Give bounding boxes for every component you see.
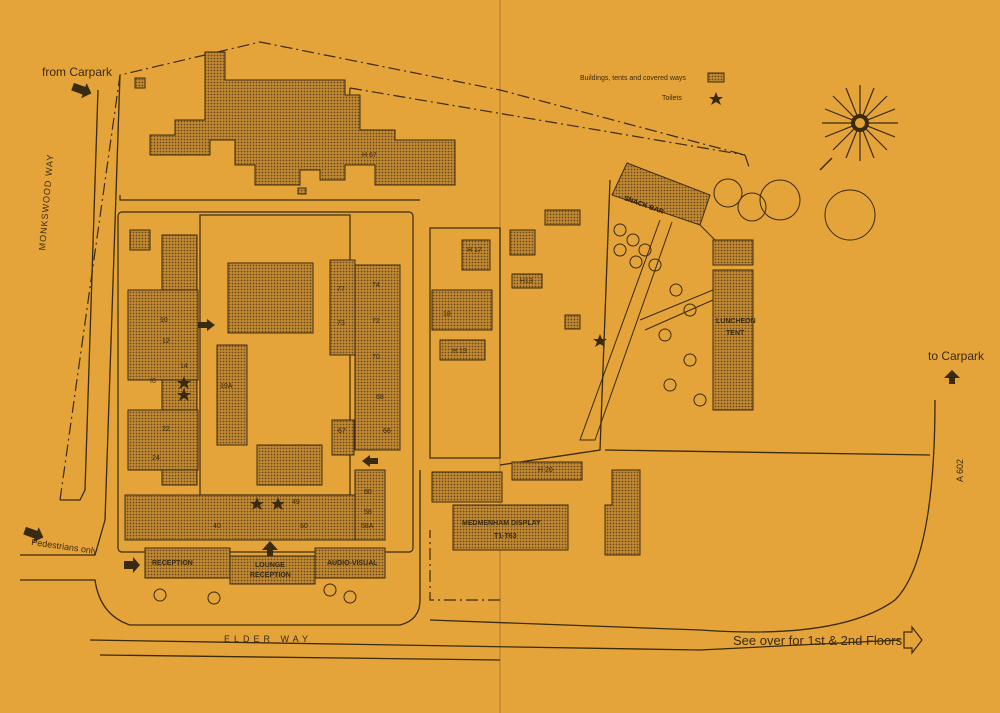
luncheon-tent-label-1: LUNCHEON [716, 318, 756, 325]
room-40: 40 [213, 523, 221, 530]
room-h19: H 19 [452, 348, 467, 355]
north-arrow-icon [819, 157, 833, 171]
room-60: 60 [364, 489, 372, 496]
room-49: 49 [292, 499, 300, 506]
covered-ways [579, 219, 716, 441]
room-h67: H 67 [362, 152, 377, 159]
see-over-arrow-icon [903, 625, 923, 655]
toilet-markers [177, 92, 723, 510]
building-footprints [124, 51, 754, 585]
room-58: 58 [364, 509, 372, 516]
room-67: 67 [338, 428, 346, 435]
to-carpark-label: to Carpark [928, 349, 985, 363]
room-12: 12 [162, 338, 170, 345]
a602-label: A 602 [955, 458, 965, 482]
medmenham-label-2: T1-T63 [494, 533, 517, 540]
elder-way-label: ELDER WAY [224, 634, 313, 644]
room-73: 73 [337, 320, 345, 327]
room-72: 72 [372, 318, 380, 325]
from-carpark-label: from Carpark [42, 65, 113, 79]
room-19a: 19A [220, 383, 233, 390]
legend-buildings-label: Buildings, tents and covered ways [580, 75, 686, 82]
trees [153, 178, 876, 605]
legend-toilets-label: Toilets [662, 95, 682, 102]
room-66: 66 [383, 428, 391, 435]
room-24: 24 [152, 455, 160, 462]
room-16: I6 [150, 378, 156, 385]
room-h13: H13 [520, 278, 533, 285]
room-14: 14 [180, 363, 188, 370]
room-10: 10 [160, 317, 168, 324]
room-77: 77 [337, 286, 345, 293]
audio-visual-label: AUDIO-VISUAL [327, 560, 378, 567]
room-58a: 58A [361, 523, 374, 530]
direction-arrows [23, 82, 960, 573]
room-22: 22 [162, 426, 170, 433]
room-h20: H 20 [538, 467, 553, 474]
room-74: 74 [372, 282, 380, 289]
legend-building-swatch [707, 72, 725, 83]
lounge-label-2: RECEPTION [250, 572, 291, 579]
room-50: 50 [300, 523, 308, 530]
room-70: 70 [372, 354, 380, 361]
room-68: 68 [376, 394, 384, 401]
reception-label: RECEPTION [152, 560, 193, 567]
lounge-label-1: LOUNGE [255, 562, 285, 569]
room-18: 18 [443, 311, 451, 318]
medmenham-label-1: MEDMENHAM DISPLAY [462, 520, 541, 527]
room-h17: H 17 [467, 247, 482, 254]
roads [20, 74, 936, 661]
see-over-label: See over for 1st & 2nd Floors [733, 633, 903, 648]
compass-rose-icon [822, 85, 898, 161]
luncheon-tent-label-2: TENT [726, 330, 745, 337]
